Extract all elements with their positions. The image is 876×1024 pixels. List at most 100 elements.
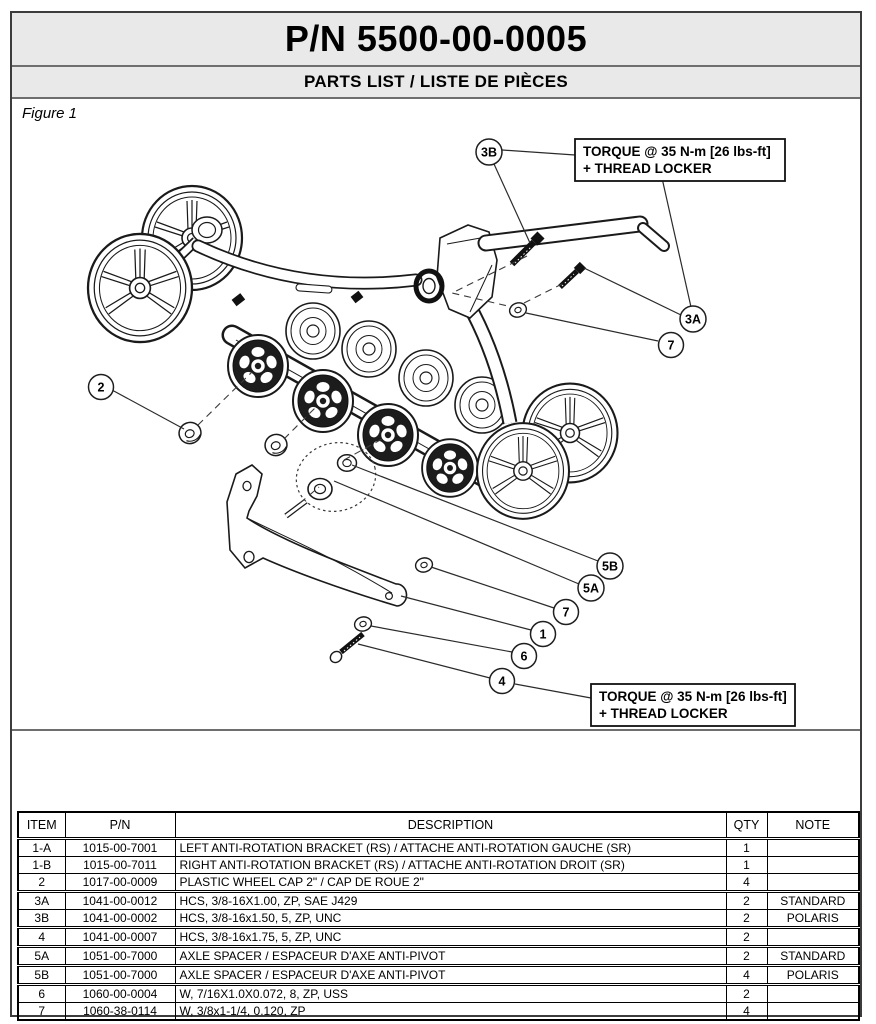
svg-text:4: 4 (499, 675, 506, 689)
axle-spacer-detail (295, 442, 377, 512)
callout-4: 4 (488, 667, 516, 695)
callout-6: 6 (510, 642, 538, 670)
cell-desc: W, 3/8x1-1/4, 0.120, ZP (174, 1002, 727, 1021)
cell-qty: 1 (725, 856, 768, 874)
page-subtitle: PARTS LIST / LISTE DE PIÈCES (303, 72, 569, 91)
callout-3a: 3A (679, 305, 707, 333)
cell-desc: AXLE SPACER / ESPACEUR D'AXE ANTI-PIVOT (174, 965, 727, 985)
svg-text:2: 2 (98, 381, 105, 395)
cell-item: 2 (17, 873, 66, 892)
exploded-view-diagram: TORQUE @ 35 N-m [26 lbs-ft] + THREAD LOC… (86, 138, 796, 727)
svg-text:3B: 3B (481, 146, 497, 160)
cell-note (766, 927, 860, 947)
col-header-description: DESCRIPTION (174, 811, 727, 839)
col-header-item: ITEM (17, 811, 66, 839)
page-frame: P/N 5500-00-0005 PARTS LIST / LISTE DE P… (10, 11, 862, 1021)
washer-6 (352, 614, 374, 634)
cell-desc: PLASTIC WHEEL CAP 2" / CAP DE ROUE 2" (174, 873, 727, 892)
cell-qty: 1 (725, 838, 768, 857)
cell-qty: 2 (725, 984, 768, 1003)
cell-note (766, 1002, 860, 1021)
callout-5a: 5A (577, 574, 605, 602)
rear-idler-wheel-front (475, 422, 571, 520)
callout-2: 2 (87, 373, 115, 401)
washer-7-lower (413, 555, 435, 575)
cell-qty: 4 (725, 873, 768, 892)
alignment-dashed-lines (197, 255, 563, 504)
anti-rotation-bracket (226, 464, 408, 607)
washer-7-upper (507, 300, 529, 320)
torque-note-bottom: TORQUE @ 35 N-m [26 lbs-ft] + THREAD LOC… (590, 683, 796, 727)
torque-note-top: TORQUE @ 35 N-m [26 lbs-ft] + THREAD LOC… (574, 138, 786, 182)
cell-desc: HCS, 3/8-16x1.75, 5, ZP, UNC (174, 927, 727, 947)
subtitle-bar: PARTS LIST / LISTE DE PIÈCES (12, 67, 860, 99)
figure-label: Figure 1 (22, 105, 78, 122)
leader-lines (111, 149, 692, 699)
cell-pn: 1017-00-0009 (64, 873, 176, 892)
page-title: P/N 5500-00-0005 (284, 18, 588, 59)
cell-note: POLARIS (766, 909, 860, 928)
callout-7-lower: 7 (552, 598, 580, 626)
svg-text:1: 1 (540, 628, 547, 642)
cell-item: 4 (17, 927, 66, 947)
blank-gap (12, 731, 860, 811)
callout-5b: 5B (596, 552, 624, 580)
cell-note (766, 984, 860, 1003)
cell-item: 6 (17, 984, 66, 1003)
svg-text:5A: 5A (583, 582, 599, 596)
cell-pn: 1051-00-7000 (64, 946, 176, 966)
main-arm-tube (191, 239, 423, 307)
cell-pn: 1041-00-0007 (64, 927, 176, 947)
cell-pn: 1051-00-7000 (64, 965, 176, 985)
cell-pn: 1015-00-7011 (64, 856, 176, 874)
svg-text:5B: 5B (602, 560, 618, 574)
cell-item: 5A (17, 946, 66, 966)
cell-qty: 2 (725, 891, 768, 910)
wheel-cap-2b (261, 430, 291, 460)
cell-pn: 1060-38-0114 (64, 1002, 176, 1021)
cell-item: 5B (17, 965, 66, 985)
cell-item: 1-A (17, 838, 66, 857)
callout-3b: 3B (475, 138, 503, 166)
upper-wheel-pair (86, 184, 244, 344)
cell-pn: 1015-00-7001 (64, 838, 176, 857)
cell-desc: AXLE SPACER / ESPACEUR D'AXE ANTI-PIVOT (174, 946, 727, 966)
cell-pn: 1041-00-0012 (64, 891, 176, 910)
cell-note (766, 838, 860, 857)
cell-desc: LEFT ANTI-ROTATION BRACKET (RS) / ATTACH… (174, 838, 727, 857)
col-header-note: NOTE (766, 811, 860, 839)
bolt-4 (329, 631, 365, 664)
cell-desc: HCS, 3/8-16x1.50, 5, ZP, UNC (174, 909, 727, 928)
torque-note-line2: + THREAD LOCKER (599, 706, 728, 721)
cell-qty: 2 (725, 927, 768, 947)
svg-text:6: 6 (521, 650, 528, 664)
cell-note (766, 856, 860, 874)
table-header-row: ITEM P/N DESCRIPTION QTY NOTE (17, 811, 860, 839)
cell-qty: 4 (725, 1002, 768, 1021)
cell-note: STANDARD (766, 946, 860, 966)
cell-desc: RIGHT ANTI-ROTATION BRACKET (RS) / ATTAC… (174, 856, 727, 874)
bolt-3a (558, 261, 587, 290)
col-header-pn: P/N (64, 811, 176, 839)
cell-qty: 2 (725, 909, 768, 928)
torque-note-line1: TORQUE @ 35 N-m [26 lbs-ft] (583, 144, 771, 159)
bolt-3b (509, 231, 545, 267)
cell-note: POLARIS (766, 965, 860, 985)
cell-pn: 1060-00-0004 (64, 984, 176, 1003)
cell-item: 3B (17, 909, 66, 928)
cell-qty: 4 (725, 965, 768, 985)
callout-1: 1 (529, 620, 557, 648)
cell-item: 3A (17, 891, 66, 910)
svg-text:3A: 3A (685, 313, 701, 327)
